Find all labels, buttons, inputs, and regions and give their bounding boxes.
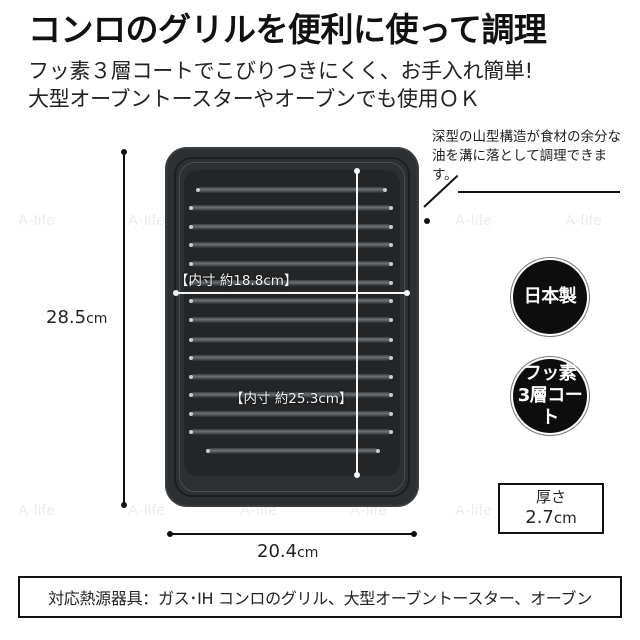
tray-ridge: [189, 337, 393, 343]
tray-ridge: [196, 187, 387, 193]
inner-width-dot-left: [173, 290, 179, 296]
watermark: A-life: [455, 502, 493, 519]
width-dimension-dot-left: [167, 531, 173, 537]
watermark: A-life: [18, 212, 56, 229]
tray-ridge: [189, 298, 393, 304]
heat-source-compatibility: 対応熱源器具：ガス･IH コンロのグリル、大型オーブントースター、オーブン: [18, 576, 622, 618]
fluorine-coating-badge: フッ素 3層コート: [513, 359, 587, 433]
badge-label: 日本製: [523, 286, 577, 307]
heat-source-text: 対応熱源器具：ガス･IH コンロのグリル、大型オーブントースター、オーブン: [48, 589, 592, 608]
height-label: 28.5cm: [46, 307, 108, 328]
watermark: A-life: [455, 212, 493, 229]
inner-width-dot-right: [404, 290, 410, 296]
tray-ridge: [189, 205, 393, 211]
watermark: A-life: [128, 502, 166, 519]
tray-ridge: [206, 448, 380, 454]
height-dimension-line: [123, 151, 125, 506]
tray-ridge: [189, 392, 393, 398]
feature-callout: 深型の山型構造が食材の余分な油を溝に落として調理できます。: [432, 129, 621, 183]
tray-ridge: [189, 261, 393, 267]
badge-line-1: フッ素: [523, 363, 577, 384]
tray-ridge: [189, 355, 393, 361]
thickness-box: 厚さ 2.7cm: [498, 483, 604, 534]
subtitle-line-2: 大型オーブントースターやオーブンでも使用ＯＫ: [28, 87, 480, 111]
page-title: コンロのグリルを便利に使って調理: [28, 10, 547, 49]
inner-length-dot-top: [354, 168, 360, 174]
watermark: A-life: [565, 212, 603, 229]
tray-ridge: [189, 411, 393, 417]
thickness-title: 厚さ: [535, 488, 566, 506]
tray-ridge: [189, 374, 393, 380]
callout-underline: [458, 191, 620, 193]
tray-ridge: [189, 242, 393, 248]
tray-ridge: [189, 429, 393, 435]
made-in-japan-badge: 日本製: [513, 260, 587, 334]
inner-length-label: 【内寸 約25.3cm】: [230, 391, 353, 407]
inner-length-dot-bottom: [354, 472, 360, 478]
width-dimension-dot-right: [411, 531, 417, 537]
inner-width-label: 【内寸 約18.8cm】: [175, 273, 298, 289]
tray-rim: [174, 157, 410, 497]
tray-well: [184, 170, 400, 476]
tray-rim-inner: [179, 162, 405, 492]
inner-length-line: [356, 170, 358, 475]
callout-dot: [424, 218, 430, 224]
watermark: A-life: [18, 502, 56, 519]
tray-ridge: [189, 224, 393, 230]
tray-ridge: [189, 280, 393, 286]
watermark: A-life: [128, 212, 166, 229]
width-dimension-line: [170, 533, 414, 535]
height-dimension-dot-top: [121, 149, 127, 155]
inner-width-line: [175, 292, 407, 294]
badge-line-2: 3層コート: [517, 385, 583, 428]
width-label: 20.4cm: [257, 541, 319, 562]
height-dimension-dot-bottom: [121, 502, 127, 508]
thickness-value: 2.7cm: [525, 507, 577, 528]
tray-ridge: [189, 317, 393, 323]
subtitle-line-1: フッ素３層コートでこびりつきにくく、お手入れ簡単!: [28, 59, 533, 83]
